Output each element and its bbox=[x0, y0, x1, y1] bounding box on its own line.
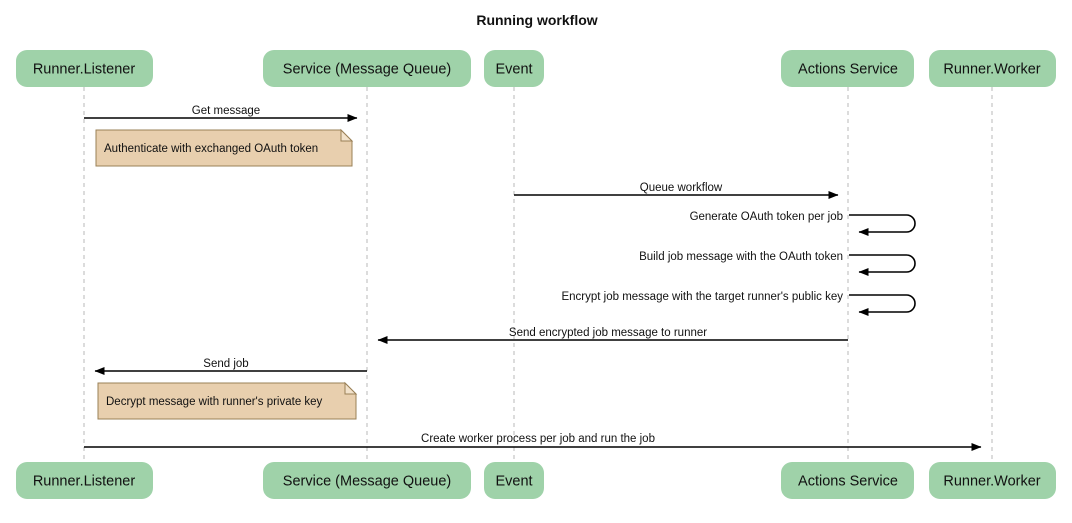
diagram-title: Running workflow bbox=[476, 12, 597, 28]
note-label-authenticate-note: Authenticate with exchanged OAuth token bbox=[104, 143, 318, 155]
participant-runner-worker-top[interactable]: Runner.Worker bbox=[929, 50, 1056, 87]
participant-box-runner-worker bbox=[929, 462, 1056, 499]
participant-label-service-mq: Service (Message Queue) bbox=[283, 473, 451, 489]
note-label-decrypt-note: Decrypt message with runner's private ke… bbox=[106, 396, 323, 408]
participant-label-event: Event bbox=[495, 473, 532, 489]
message-build-job-message[interactable]: Build job message with the OAuth token bbox=[639, 251, 916, 276]
participant-label-service-mq: Service (Message Queue) bbox=[283, 61, 451, 77]
message-label-get-message: Get message bbox=[192, 105, 260, 117]
message-loop-encrypt-job-message bbox=[849, 294, 916, 316]
message-send-encrypted-job-message[interactable]: Send encrypted job message to runner bbox=[377, 327, 848, 344]
participant-runner-worker-bottom[interactable]: Runner.Worker bbox=[929, 462, 1056, 499]
message-label-send-encrypted-job-message: Send encrypted job message to runner bbox=[509, 327, 707, 339]
participant-service-mq-top[interactable]: Service (Message Queue) bbox=[263, 50, 471, 87]
participant-actions-service-top[interactable]: Actions Service bbox=[781, 50, 914, 87]
participant-label-runner-listener: Runner.Listener bbox=[33, 473, 136, 489]
participant-label-actions-service: Actions Service bbox=[798, 473, 898, 489]
message-send-job[interactable]: Send job bbox=[94, 358, 367, 375]
message-loop-generate-oauth-token bbox=[849, 214, 916, 236]
message-queue-workflow[interactable]: Queue workflow bbox=[514, 182, 839, 199]
lifelines-layer bbox=[83, 87, 993, 462]
note-fold-decrypt-note bbox=[344, 381, 358, 395]
note-body-authenticate-note bbox=[95, 129, 353, 167]
participant-label-runner-worker: Runner.Worker bbox=[943, 473, 1040, 489]
note-body-decrypt-note bbox=[97, 382, 357, 420]
participant-box-service-mq bbox=[263, 462, 471, 499]
participant-label-runner-listener: Runner.Listener bbox=[33, 61, 136, 77]
participant-event-bottom[interactable]: Event bbox=[484, 462, 544, 499]
message-label-queue-workflow: Queue workflow bbox=[640, 182, 723, 194]
message-generate-oauth-token[interactable]: Generate OAuth token per job bbox=[690, 211, 916, 236]
note-authenticate-note[interactable]: Authenticate with exchanged OAuth token bbox=[95, 128, 354, 167]
participant-actions-service-bottom[interactable]: Actions Service bbox=[781, 462, 914, 499]
message-loop-build-job-message bbox=[849, 254, 916, 276]
participants-top-layer: Runner.Listener Service (Message Queue) Ev… bbox=[16, 50, 1056, 87]
message-label-encrypt-job-message: Encrypt job message with the target runn… bbox=[561, 291, 843, 303]
participant-runner-listener-bottom[interactable]: Runner.Listener bbox=[16, 462, 153, 499]
participant-box-event bbox=[484, 462, 544, 499]
message-label-build-job-message: Build job message with the OAuth token bbox=[639, 251, 843, 263]
participant-event-top[interactable]: Event bbox=[484, 50, 544, 87]
message-get-message[interactable]: Get message bbox=[84, 105, 358, 122]
note-fold-authenticate-note bbox=[340, 128, 354, 142]
note-decrypt-note[interactable]: Decrypt message with runner's private ke… bbox=[97, 381, 358, 420]
participant-box-runner-listener bbox=[16, 50, 153, 87]
participant-box-actions-service bbox=[781, 462, 914, 499]
participant-box-service-mq bbox=[263, 50, 471, 87]
notes-layer: Authenticate with exchanged OAuth tokenD… bbox=[95, 128, 358, 420]
participant-runner-listener-top[interactable]: Runner.Listener bbox=[16, 50, 153, 87]
participant-label-event: Event bbox=[495, 61, 532, 77]
participant-service-mq-bottom[interactable]: Service (Message Queue) bbox=[263, 462, 471, 499]
participant-box-actions-service bbox=[781, 50, 914, 87]
message-label-send-job: Send job bbox=[203, 358, 248, 370]
participant-box-runner-listener bbox=[16, 462, 153, 499]
participant-box-event bbox=[484, 50, 544, 87]
participant-box-runner-worker bbox=[929, 50, 1056, 87]
participant-label-actions-service: Actions Service bbox=[798, 61, 898, 77]
participants-bottom-layer: Runner.Listener Service (Message Queue) Ev… bbox=[16, 462, 1056, 499]
participant-label-runner-worker: Runner.Worker bbox=[943, 61, 1040, 77]
message-encrypt-job-message[interactable]: Encrypt job message with the target runn… bbox=[561, 291, 916, 316]
message-create-worker-process[interactable]: Create worker process per job and run th… bbox=[84, 433, 982, 451]
message-label-create-worker-process: Create worker process per job and run th… bbox=[421, 433, 655, 445]
message-label-generate-oauth-token: Generate OAuth token per job bbox=[690, 211, 843, 223]
